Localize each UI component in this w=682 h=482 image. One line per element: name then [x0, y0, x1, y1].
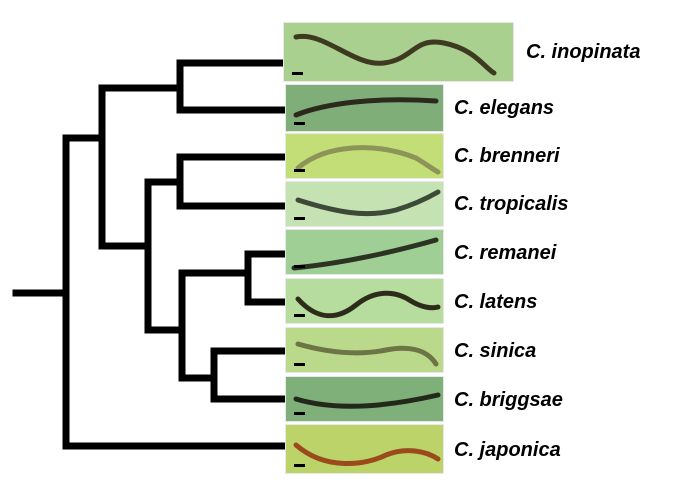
worm-photo-icon	[286, 377, 443, 421]
worm-body	[295, 189, 441, 217]
scale-bar	[294, 217, 305, 220]
worm-image-sinica	[285, 327, 444, 373]
worm-body	[293, 392, 441, 409]
worm-image-latens	[285, 278, 444, 324]
worm-body	[291, 237, 439, 271]
species-label-briggsae: C. briggsae	[454, 389, 563, 411]
species-label-latens: C. latens	[454, 291, 538, 313]
worm-photo-icon	[286, 328, 443, 372]
species-label-sinica: C. sinica	[454, 340, 537, 362]
image-background	[286, 425, 443, 473]
worm-body	[295, 290, 441, 319]
worm-photo-icon	[286, 182, 443, 226]
species-label-tropicalis: C. tropicalis	[454, 193, 569, 215]
worm-image-elegans	[285, 84, 444, 132]
species-label-inopinata: C. inopinata	[526, 41, 641, 63]
worm-photo-icon	[284, 23, 513, 81]
worm-photo-icon	[286, 134, 443, 178]
scale-bar	[292, 72, 303, 75]
image-background	[284, 23, 513, 81]
scale-bar	[294, 363, 305, 366]
worm-image-remanei	[285, 229, 444, 275]
scale-bar	[294, 464, 305, 467]
worm-body	[293, 33, 497, 76]
scale-bar	[294, 122, 305, 125]
worm-image-inopinata	[283, 22, 514, 82]
worm-image-tropicalis	[285, 181, 444, 227]
scale-bar	[294, 169, 305, 172]
worm-image-brenneri	[285, 133, 444, 179]
worm-photo-icon	[286, 279, 443, 323]
worm-body	[295, 145, 441, 175]
scale-bar	[294, 412, 305, 415]
species-label-remanei: C. remanei	[454, 242, 557, 264]
scale-bar	[294, 314, 305, 317]
worm-photo-icon	[286, 85, 443, 131]
species-label-elegans: C. elegans	[454, 97, 555, 119]
worm-body	[293, 97, 439, 118]
worm-body	[293, 442, 441, 467]
worm-photo-icon	[286, 425, 443, 473]
species-label-brenneri: C. brenneri	[454, 145, 560, 167]
image-background	[286, 134, 443, 178]
species-label-japonica: C. japonica	[454, 439, 561, 461]
worm-image-briggsae	[285, 376, 444, 422]
worm-photo-icon	[286, 230, 443, 274]
worm-body	[295, 341, 439, 367]
worm-image-japonica	[285, 424, 444, 474]
scale-bar	[294, 265, 305, 268]
